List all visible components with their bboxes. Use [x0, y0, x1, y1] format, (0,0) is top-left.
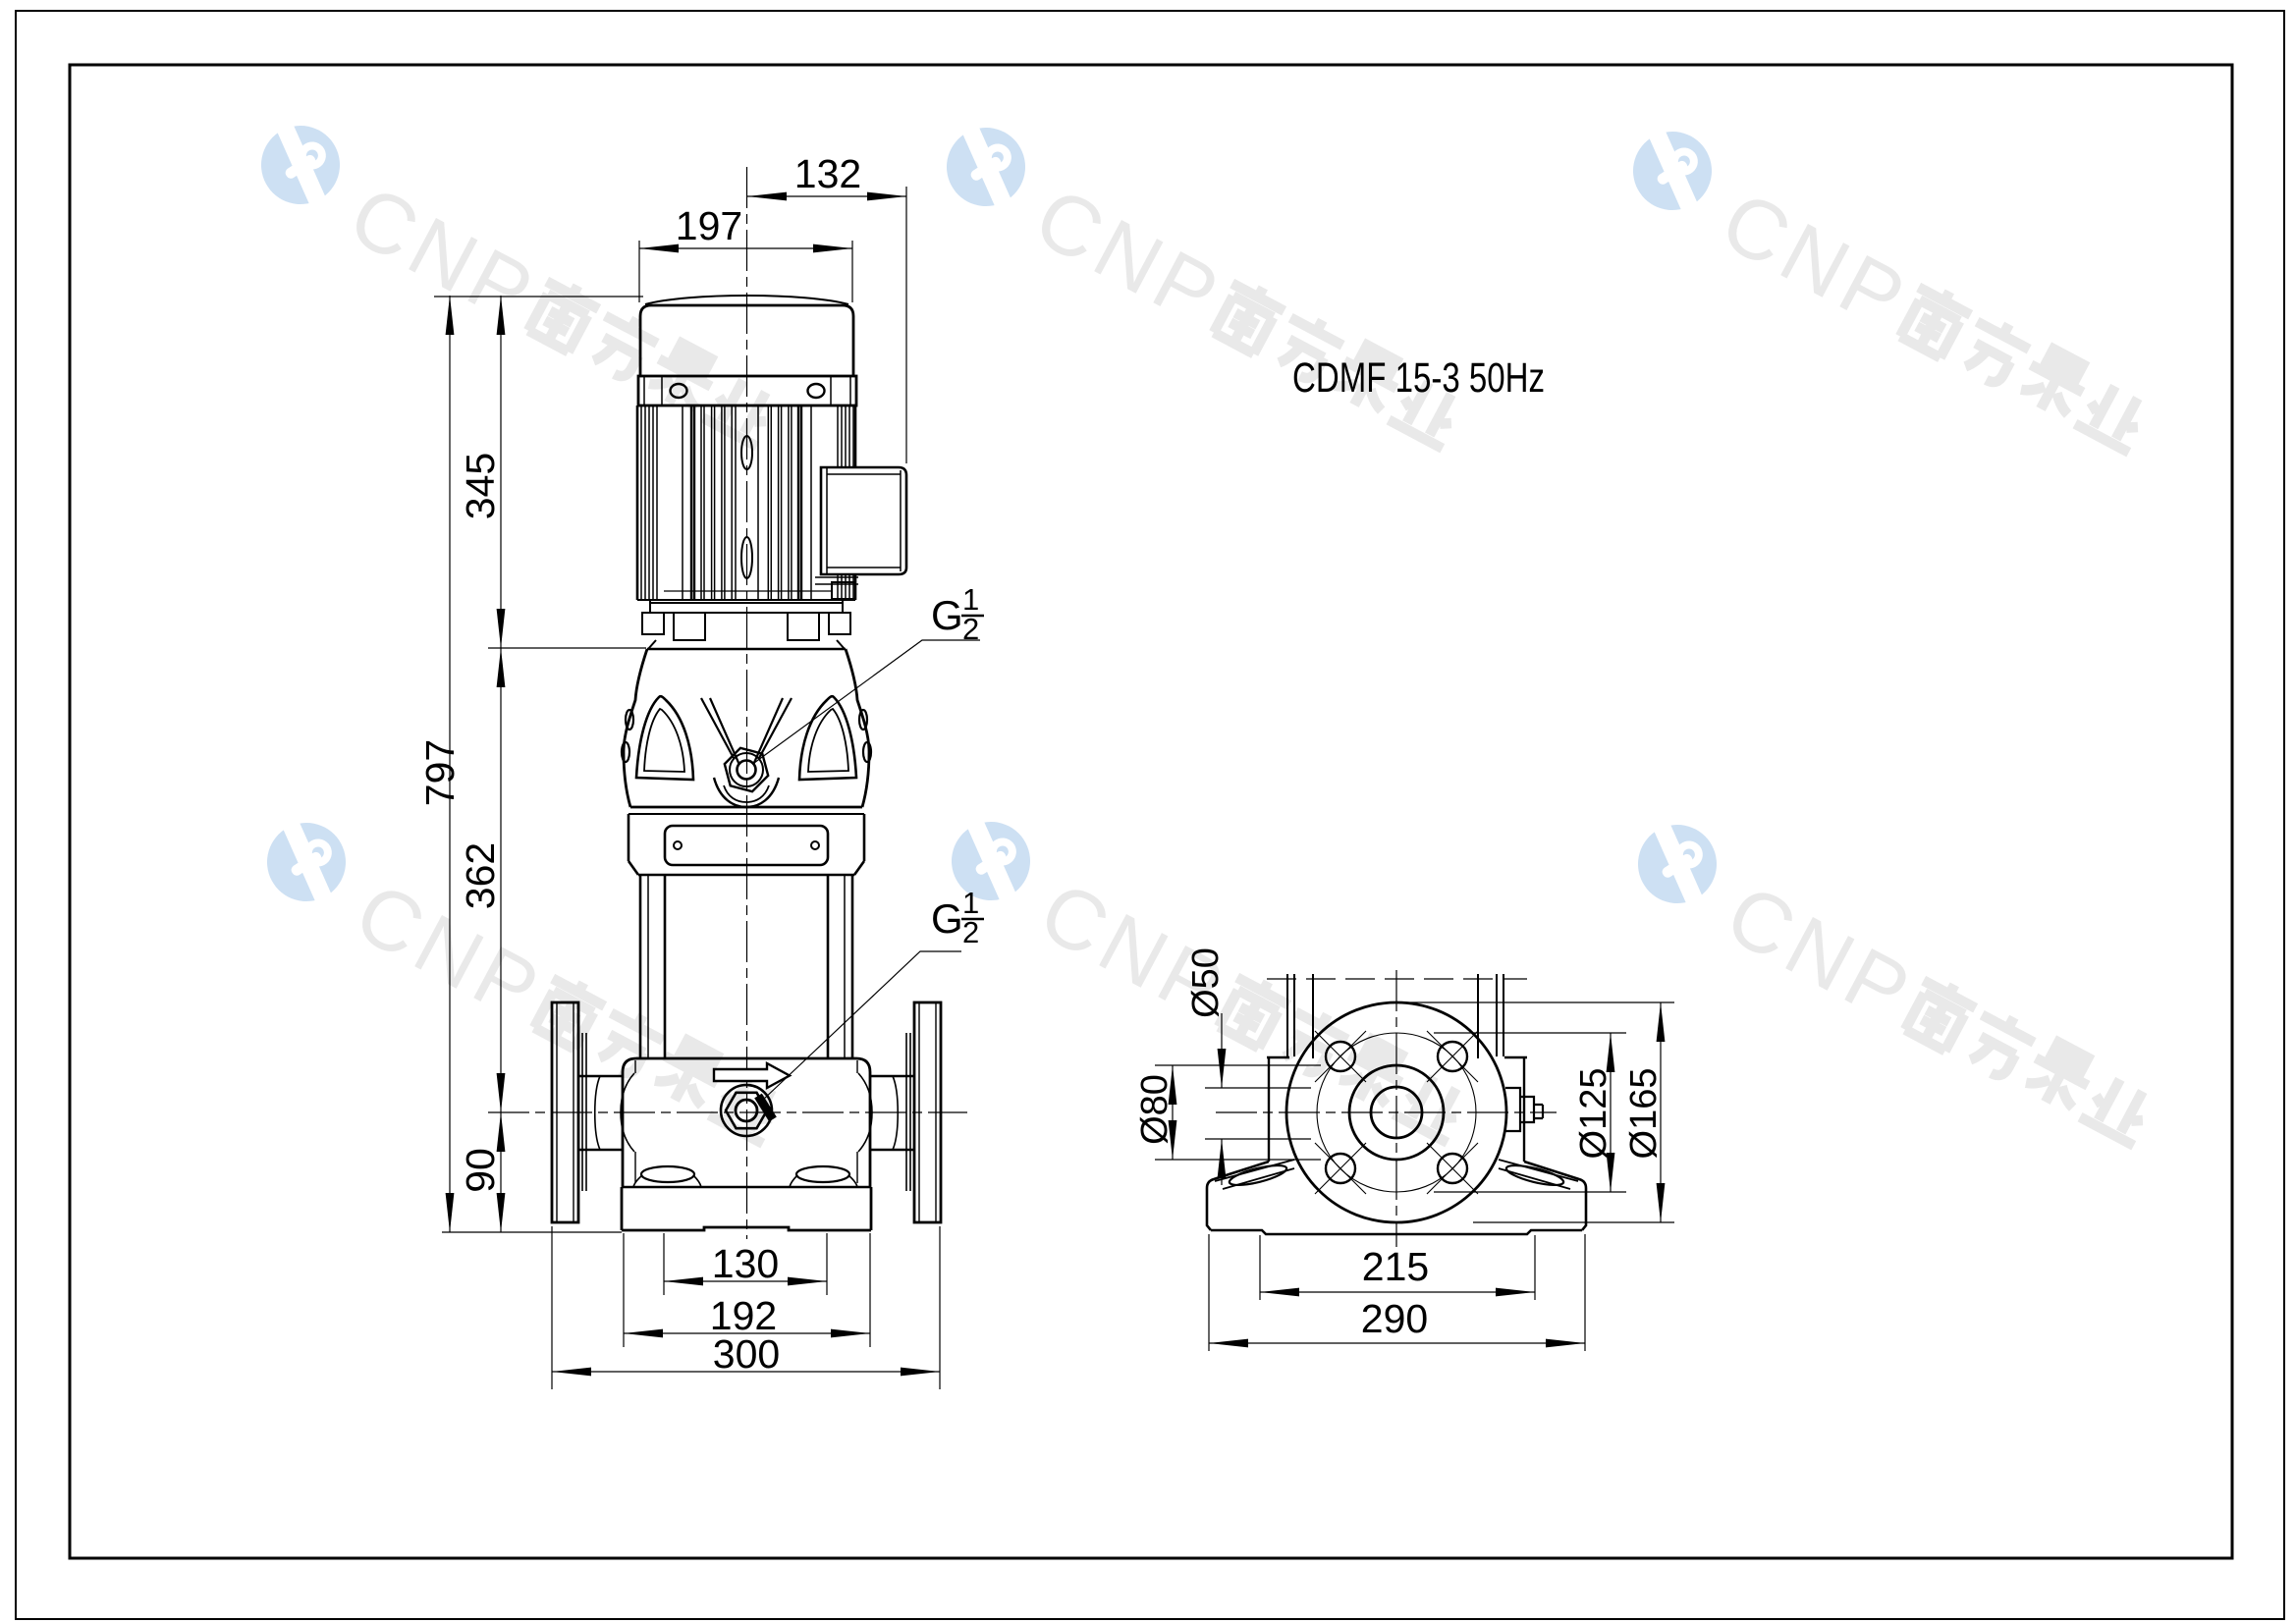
svg-text:Ø165: Ø165 [1623, 1068, 1665, 1160]
svg-text:Ø125: Ø125 [1573, 1068, 1614, 1160]
svg-text:797: 797 [417, 739, 463, 806]
svg-text:Ø50: Ø50 [1185, 947, 1227, 1018]
svg-text:G: G [931, 895, 963, 942]
svg-text:2: 2 [962, 612, 979, 646]
svg-text:345: 345 [458, 453, 503, 519]
svg-text:215: 215 [1362, 1244, 1429, 1289]
svg-text:290: 290 [1361, 1296, 1428, 1341]
svg-text:300: 300 [713, 1331, 780, 1377]
svg-text:197: 197 [676, 203, 742, 248]
svg-text:90: 90 [458, 1148, 503, 1193]
svg-text:G: G [931, 592, 963, 638]
svg-text:Ø80: Ø80 [1134, 1074, 1175, 1145]
svg-text:362: 362 [458, 842, 503, 909]
svg-text:1: 1 [962, 886, 979, 920]
svg-text:132: 132 [794, 151, 861, 196]
svg-text:192: 192 [710, 1293, 777, 1338]
svg-text:CDMF 15-3 50Hz: CDMF 15-3 50Hz [1292, 354, 1545, 402]
svg-text:1: 1 [962, 582, 979, 617]
svg-text:2: 2 [962, 915, 979, 949]
svg-text:130: 130 [712, 1241, 779, 1286]
